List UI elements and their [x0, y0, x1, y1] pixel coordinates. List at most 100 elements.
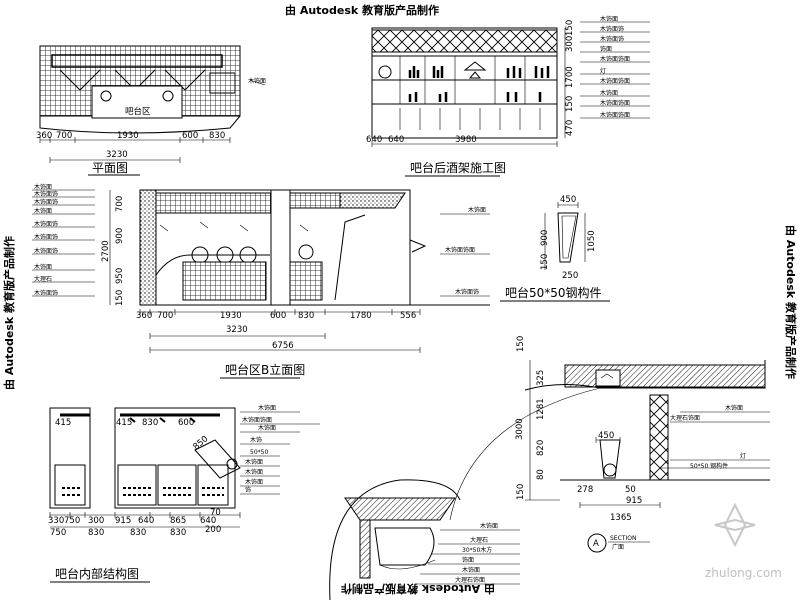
section-mark-id: A — [593, 539, 599, 549]
int-dim-top-2: 415 — [116, 418, 132, 428]
int-dim-b13: 200 — [205, 525, 221, 535]
back-dim-left-1: 640 — [366, 135, 382, 145]
elev-b-h-4: 150 — [115, 290, 125, 306]
elev-b-lnote-2: 木饰面饰 — [34, 190, 58, 198]
int-note-3: 木饰面 — [258, 424, 276, 432]
plan-view: 吧台区 木饰面 360 700 1930 600 830 3230 平面图 — [36, 45, 266, 176]
plan-note: 木饰面 — [248, 77, 266, 85]
back-note-1: 木饰面 — [600, 15, 618, 23]
back-note-8: 木饰面 — [600, 89, 618, 97]
plan-zone-label: 吧台区 — [125, 106, 151, 117]
elev-b-rnote-2: 木饰面饰面 — [445, 246, 475, 254]
elev-b-left-notes: 木饰面 木饰面饰 木饰面饰 木饰面 木饰面饰 木饰面饰 木饰面饰 木饰面 大理石… — [32, 183, 95, 297]
back-h-1: 150 — [565, 20, 575, 36]
back-title: 吧台后酒架施工图 — [410, 160, 506, 175]
back-note-9: 木饰面饰面 — [600, 99, 630, 107]
int-dim-b10: 830 — [88, 528, 104, 538]
int-dim-b4: 915 — [115, 516, 131, 526]
round-note-1: 木饰面 — [480, 522, 498, 530]
int-dim-b7: 640 — [200, 516, 216, 526]
elev-b-h-1: 700 — [115, 196, 125, 212]
back-h-4: 150 — [565, 96, 575, 112]
interior-structure: 415 415 830 600 850 330 750 300 915 640 … — [48, 404, 320, 583]
sec-note-4: 50*50 钢构件 — [690, 462, 728, 470]
back-dim-width: 3980 — [455, 135, 477, 145]
back-note-7: 木饰面饰面 — [600, 77, 630, 85]
elev-b-title: 吧台区B立面图 — [225, 362, 305, 377]
round-note-6: 大理石饰面 — [455, 576, 485, 584]
plan-title: 平面图 — [92, 161, 128, 175]
back-h-6: 470 — [565, 120, 575, 136]
elev-b-dim-2: 700 — [157, 311, 173, 321]
elev-b-dim-6: 1780 — [350, 311, 372, 321]
plan-dim-4: 600 — [182, 131, 198, 141]
int-note-6: 木饰面 — [245, 458, 263, 466]
back-note-10: 木饰面饰面 — [600, 111, 630, 119]
counter-dim-left-1: 900 — [540, 230, 550, 246]
int-dim-b3: 300 — [88, 516, 104, 526]
sec-note-2: 大理石饰面 — [670, 414, 700, 422]
int-dim-b11: 830 — [130, 528, 146, 538]
counter-dim-top: 450 — [560, 195, 576, 205]
elev-b-lnote-7: 木饰面饰 — [34, 247, 58, 255]
int-dim-b1: 330 — [48, 516, 64, 526]
elev-b-total: 6756 — [272, 341, 294, 351]
watermark-bottom: 由 Autodesk 教育版产品制作 — [341, 582, 495, 596]
round-detail: 木饰面 大理石 30*50木方 饰面 木饰面 大理石饰面 — [329, 479, 520, 600]
back-h-3: 1700 — [565, 66, 575, 88]
counter-dim-right: 1050 — [587, 230, 597, 252]
int-dim-top-4: 600 — [178, 418, 194, 428]
site-logo-text: zhulong.com — [705, 566, 782, 580]
int-note-5: 50*50 — [250, 449, 268, 456]
counter-steel-detail: 450 900 150 1050 250 吧台50*50钢构件 — [500, 195, 610, 302]
int-dim-b9: 750 — [50, 528, 66, 538]
elev-b-dim-3: 1930 — [220, 311, 242, 321]
int-note-7: 木饰面 — [245, 468, 263, 476]
elev-b-dim-4: 600 — [270, 311, 286, 321]
elev-b-h-2: 900 — [115, 228, 125, 244]
sec-dim-3: 915 — [626, 496, 642, 506]
elevation-b: 木饰面 木饰面饰 木饰面饰 木饰面 木饰面饰 木饰面饰 木饰面饰 木饰面 大理石… — [32, 183, 490, 379]
site-logo: zhulong.com — [705, 502, 782, 580]
round-note-2: 大理石 — [470, 536, 488, 544]
back-dim-left-2: 640 — [388, 135, 404, 145]
section-mark-circle — [587, 533, 607, 553]
watermark-right: 由 Autodesk 教育版产品制作 — [784, 225, 798, 379]
back-note-6: 灯 — [600, 67, 606, 75]
back-bar-elevation: 640 640 3980 150 300 1700 150 470 木饰面 木饰… — [366, 15, 650, 177]
int-note-9: 饰 — [245, 486, 251, 494]
round-note-5: 木饰面 — [462, 566, 480, 574]
sec-h-6: 150 — [516, 484, 526, 500]
elev-b-dim-1: 360 — [136, 311, 152, 321]
elev-b-rnote-3: 木饰面饰 — [455, 288, 479, 296]
elev-b-lnote-10: 木饰面饰 — [34, 289, 58, 297]
interior-title: 吧台内部结构图 — [55, 566, 139, 581]
plan-dim-5: 830 — [209, 131, 225, 141]
int-dim-b8: 70 — [210, 508, 221, 518]
back-note-4: 饰面 — [600, 45, 612, 53]
sec-dim-4: 1365 — [610, 513, 632, 523]
elev-b-lnote-5: 木饰面饰 — [34, 220, 58, 228]
sec-h-4: 820 — [536, 440, 546, 456]
back-note-3: 木饰面饰 — [600, 35, 624, 43]
int-dim-top-3: 830 — [142, 418, 158, 428]
counter-title: 吧台50*50钢构件 — [505, 285, 602, 300]
big-section: 150 325 1281 3000 820 80 150 450 278 50 … — [449, 336, 770, 553]
section-mark-scale: 广面 — [612, 543, 624, 551]
elev-b-lnote-9: 大理石 — [34, 275, 52, 283]
elev-b-h-3: 950 — [115, 268, 125, 284]
section-mark-label: SECTION — [610, 535, 636, 542]
plan-dim-1: 360 — [36, 131, 52, 141]
watermark-left: 由 Autodesk 教育版产品制作 — [2, 236, 16, 390]
sec-dim-2: 50 — [625, 485, 636, 495]
counter-dim-bottom: 250 — [562, 271, 578, 281]
sec-dim-1: 278 — [577, 485, 593, 495]
round-note-3: 30*50木方 — [462, 546, 492, 554]
elev-b-dim-5: 830 — [298, 311, 314, 321]
sec-h-1: 150 — [516, 336, 526, 352]
int-dim-b12: 830 — [170, 528, 186, 538]
back-note-2: 木饰面饰 — [600, 25, 624, 33]
counter-dim-left-2: 150 — [540, 254, 550, 270]
elev-b-rnote-1: 木饰面 — [468, 206, 486, 214]
